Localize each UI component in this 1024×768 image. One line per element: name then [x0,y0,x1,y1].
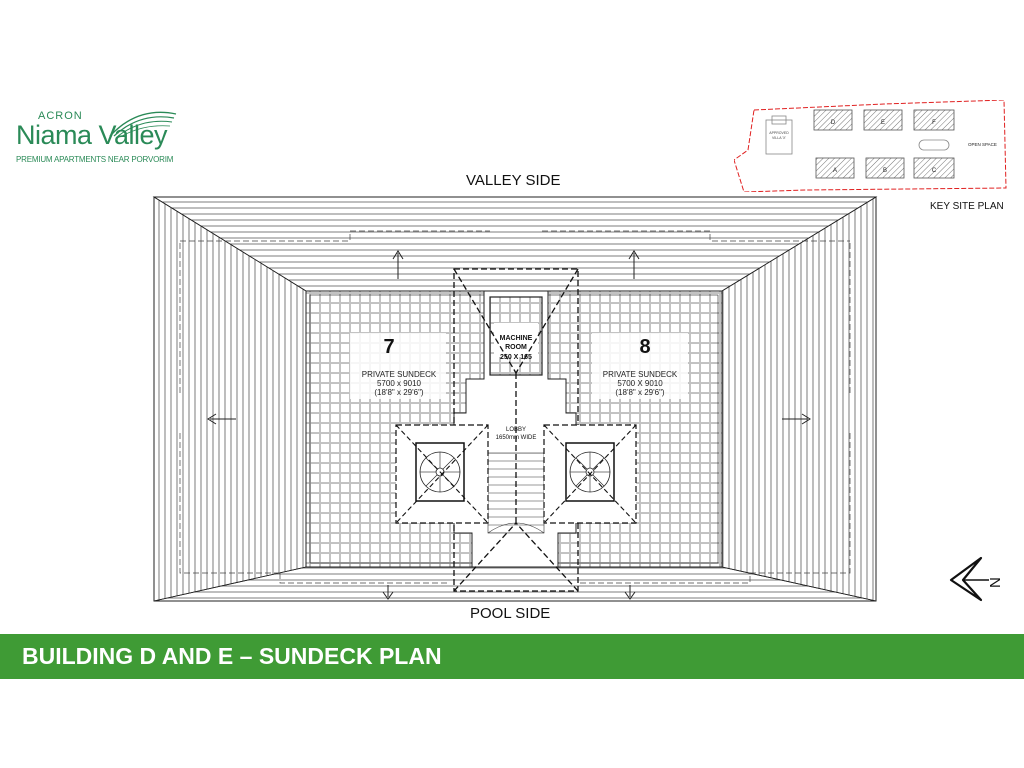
unit-8-number: 8 [639,336,650,358]
title-banner: BUILDING D AND E – SUNDECK PLAN [0,634,1024,679]
unit-7-size-mm: 5700 x 9010 [377,379,422,388]
key-site-plan: APPROVED VILLA 'X' D E F A B C OPEN SPAC… [734,100,1007,192]
open-space-label: OPEN SPACE [968,142,997,147]
machine-room-size: 250 X 165 [500,354,532,361]
arrow-up-left [392,250,404,279]
svg-text:F: F [932,120,936,126]
key-block-d: D [813,109,853,131]
logo-leaf-icon [109,111,177,137]
spiral-staircase-8 [543,424,637,524]
north-letter: N [987,577,1004,588]
arrow-left [207,413,236,425]
sundeck-floor-plan: MACHINE ROOM 250 X 165 LOBBY 1650mm WIDE [152,196,878,602]
spiral-staircase-7 [395,424,489,524]
unit-7-label: 7 PRIVATE SUNDECK 5700 x 9010 (18'8" x 2… [350,333,446,399]
machine-room-label: MACHINE [500,335,533,342]
key-site-plan-label: KEY SITE PLAN [930,201,1004,212]
arrow-down-right [624,585,636,600]
unit-7-size-ft: (18'8" x 29'6") [374,388,424,397]
banner-title: BUILDING D AND E – SUNDECK PLAN [22,643,442,669]
brand-logo: ACRON Niama Valley PREMIUM APARTMENTS NE… [16,110,177,172]
svg-text:A: A [833,168,837,174]
pool-side-label: POOL SIDE [470,605,551,622]
unit-8-label: 8 PRIVATE SUNDECK 5700 X 9010 (18'8" x 2… [592,333,688,399]
valley-side-label: VALLEY SIDE [466,172,561,189]
key-block-b: B [865,157,905,179]
logo-brand: ACRON [38,110,83,122]
site-boundary [734,100,1007,192]
svg-text:C: C [932,168,937,174]
key-block-c: C [913,157,955,179]
arrow-right [782,413,811,425]
approved-villa [765,119,793,155]
key-block-e: E [863,109,903,131]
svg-text:B: B [883,168,887,174]
arrow-up-right [628,250,640,279]
key-block-a: A [815,157,855,179]
machine-room-label-2: ROOM [505,344,527,351]
slope-arrows [207,250,811,600]
villa-label: APPROVED [769,131,789,135]
pool-shape [918,139,950,151]
north-compass-icon: N [949,556,1004,602]
arrow-down-left [382,585,394,600]
unit-8-size-mm: 5700 X 9010 [617,379,663,388]
villa-label-2: VILLA 'X' [772,136,786,140]
unit-8-size-ft: (18'8" x 29'6") [615,388,665,397]
svg-text:D: D [831,120,836,126]
logo-tagline: PREMIUM APARTMENTS NEAR PORVORIM [16,155,174,164]
logo-name: Niama Valley [16,120,168,150]
unit-7-name: PRIVATE SUNDECK [362,370,437,379]
unit-8-name: PRIVATE SUNDECK [603,370,678,379]
unit-7-number: 7 [383,336,394,358]
key-block-f: F [913,109,955,131]
svg-text:E: E [881,120,885,126]
